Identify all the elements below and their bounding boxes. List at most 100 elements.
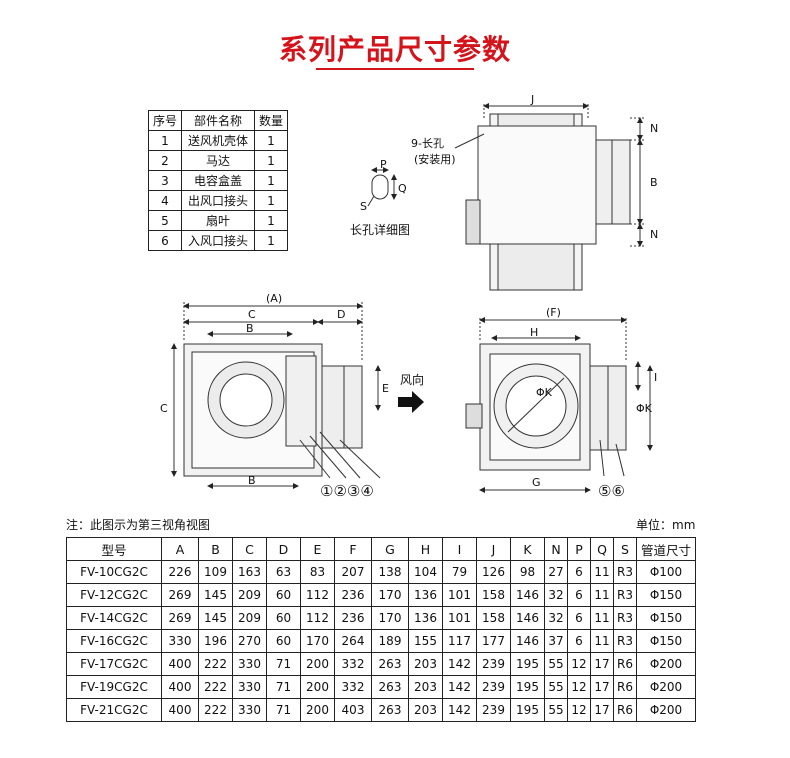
spec-cell: 101 bbox=[442, 583, 477, 607]
parts-cell: 1 bbox=[254, 170, 288, 191]
spec-cell: R3 bbox=[613, 606, 637, 630]
spec-cell: 239 bbox=[476, 698, 511, 722]
spec-header-cell: H bbox=[408, 537, 443, 561]
spec-cell: 6 bbox=[567, 560, 591, 584]
spec-cell: 195 bbox=[510, 675, 545, 699]
spec-cell: 400 bbox=[161, 698, 199, 722]
spec-cell: 263 bbox=[371, 698, 409, 722]
spec-cell: 222 bbox=[198, 652, 233, 676]
spec-cell: FV-10CG2C bbox=[66, 560, 162, 584]
dim-label-n-bottom: N bbox=[650, 228, 658, 241]
spec-cell: 189 bbox=[371, 629, 409, 653]
spec-cell: 170 bbox=[371, 583, 409, 607]
spec-header-cell: C bbox=[232, 537, 267, 561]
spec-cell: 330 bbox=[232, 675, 267, 699]
spec-cell: 155 bbox=[408, 629, 443, 653]
front-view bbox=[171, 302, 381, 489]
spec-header-cell: N bbox=[544, 537, 568, 561]
spec-cell: 263 bbox=[371, 675, 409, 699]
spec-cell: R3 bbox=[613, 629, 637, 653]
spec-cell: 145 bbox=[198, 583, 233, 607]
slot-hole-label: 9-长孔 bbox=[411, 137, 444, 150]
spec-cell: 195 bbox=[510, 652, 545, 676]
spec-cell: 71 bbox=[266, 652, 301, 676]
spec-cell: 203 bbox=[408, 698, 443, 722]
spec-cell: 117 bbox=[442, 629, 477, 653]
spec-header-cell: S bbox=[613, 537, 637, 561]
spec-cell: Φ200 bbox=[636, 652, 696, 676]
spec-cell: 138 bbox=[371, 560, 409, 584]
spec-cell: R6 bbox=[613, 652, 637, 676]
spec-cell: 55 bbox=[544, 652, 568, 676]
spec-cell: 270 bbox=[232, 629, 267, 653]
spec-cell: 112 bbox=[300, 583, 335, 607]
spec-cell: 330 bbox=[232, 698, 267, 722]
dim-label-f: (F) bbox=[546, 306, 561, 319]
spec-cell: FV-12CG2C bbox=[66, 583, 162, 607]
spec-cell: 330 bbox=[232, 652, 267, 676]
spec-cell: R3 bbox=[613, 560, 637, 584]
spec-cell: Φ200 bbox=[636, 698, 696, 722]
spec-cell: 142 bbox=[442, 675, 477, 699]
spec-cell: 71 bbox=[266, 698, 301, 722]
spec-cell: 32 bbox=[544, 606, 568, 630]
spec-header-cell: B bbox=[198, 537, 233, 561]
spec-cell: Φ150 bbox=[636, 583, 696, 607]
spec-cell: 200 bbox=[300, 675, 335, 699]
spec-cell: 400 bbox=[161, 675, 199, 699]
spec-cell: 136 bbox=[408, 583, 443, 607]
spec-header-cell: A bbox=[161, 537, 199, 561]
spec-cell: 207 bbox=[334, 560, 372, 584]
spec-cell: 60 bbox=[266, 606, 301, 630]
dim-label-b-top: B bbox=[650, 176, 658, 189]
spec-cell: 264 bbox=[334, 629, 372, 653]
spec-cell: 200 bbox=[300, 698, 335, 722]
dim-label-b-front: B bbox=[246, 322, 254, 335]
spec-cell: FV-16CG2C bbox=[66, 629, 162, 653]
dim-label-j: J bbox=[530, 93, 534, 106]
spec-cell: 163 bbox=[232, 560, 267, 584]
spec-cell: 98 bbox=[510, 560, 545, 584]
mount-use-label: (安装用) bbox=[414, 152, 456, 166]
dim-label-h: H bbox=[530, 326, 538, 339]
title-underline bbox=[316, 68, 474, 70]
spec-cell: Φ150 bbox=[636, 606, 696, 630]
spec-cell: 236 bbox=[334, 606, 372, 630]
spec-header-cell: K bbox=[510, 537, 545, 561]
spec-header-cell: 管道尺寸 bbox=[636, 537, 696, 561]
spec-cell: 226 bbox=[161, 560, 199, 584]
spec-cell: 332 bbox=[334, 652, 372, 676]
spec-header-cell: D bbox=[266, 537, 301, 561]
spec-cell: 236 bbox=[334, 583, 372, 607]
dim-label-a: (A) bbox=[266, 292, 282, 305]
spec-cell: 136 bbox=[408, 606, 443, 630]
spec-cell: 109 bbox=[198, 560, 233, 584]
spec-cell: 55 bbox=[544, 698, 568, 722]
spec-cell: 6 bbox=[567, 606, 591, 630]
spec-header-cell: F bbox=[334, 537, 372, 561]
spec-cell: 11 bbox=[590, 583, 614, 607]
spec-cell: Φ200 bbox=[636, 675, 696, 699]
spec-cell: FV-19CG2C bbox=[66, 675, 162, 699]
spec-cell: 55 bbox=[544, 675, 568, 699]
spec-cell: FV-14CG2C bbox=[66, 606, 162, 630]
spec-cell: 146 bbox=[510, 606, 545, 630]
spec-cell: 11 bbox=[590, 560, 614, 584]
parts-header-name: 部件名称 bbox=[181, 110, 255, 131]
top-view bbox=[454, 103, 645, 291]
dim-label-e: E bbox=[382, 382, 389, 395]
parts-cell: 入风口接头 bbox=[181, 230, 255, 251]
parts-cell: 1 bbox=[254, 230, 288, 251]
technical-drawing: J N B N 9-长孔 (安装用) P Q S 长孔详细图 (A) C bbox=[160, 93, 658, 500]
dim-label-q: Q bbox=[398, 182, 407, 195]
spec-cell: 17 bbox=[590, 652, 614, 676]
dim-label-k-inlet: ΦK bbox=[536, 386, 553, 399]
spec-cell: 146 bbox=[510, 629, 545, 653]
